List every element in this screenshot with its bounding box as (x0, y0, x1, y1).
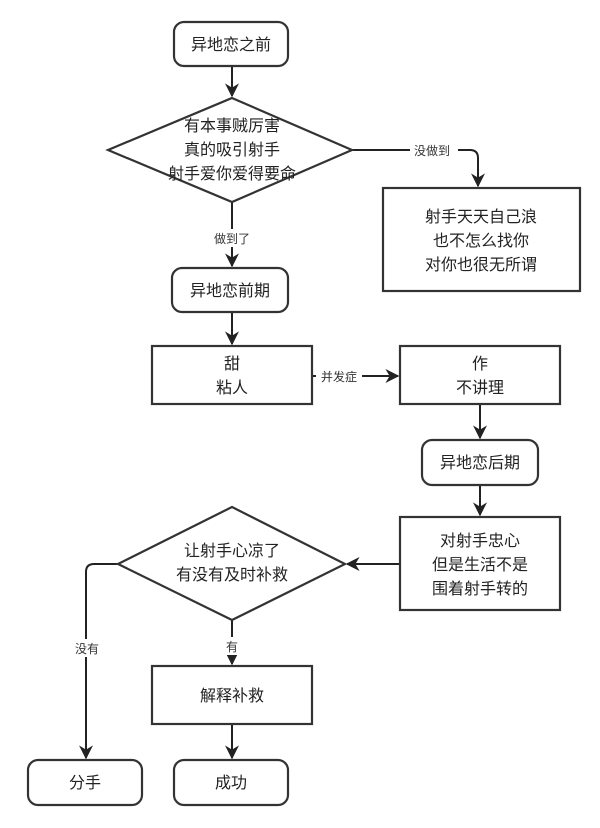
node-early-text: 异地恋前期 (190, 281, 270, 300)
node-fail1-line3: 对你也很无所谓 (425, 255, 537, 274)
node-loyal-line2: 但是生活不是 (432, 555, 528, 574)
node-sweet-line2: 粘人 (216, 378, 248, 397)
edge-label-yes: 有 (226, 640, 238, 654)
node-remedy: 解释补救 (150, 664, 314, 726)
node-sweet-line1: 甜 (224, 354, 240, 373)
node-start-text: 异地恋之前 (191, 35, 271, 54)
node-loyal: 对射手忠心 但是生活不是 围着射手转的 (398, 515, 562, 612)
edge-labels: 没做到 做到了 并发症 有 没有 (70, 141, 458, 657)
node-decision1-line2: 真的吸引射手 (184, 140, 280, 159)
node-fail1-line1: 射手天天自己浪 (425, 207, 537, 226)
node-breakup: 分手 (26, 758, 144, 807)
node-remedy-text: 解释补救 (200, 686, 264, 705)
edge-label-complication: 并发症 (321, 369, 357, 384)
node-fail1: 射手天天自己浪 也不怎么找你 对你也很无所谓 (381, 186, 582, 293)
node-clingy: 作 不讲理 (398, 344, 562, 406)
node-decision1: 有本事贼厉害 真的吸引射手 射手爱你爱得要命 (105, 96, 355, 204)
node-success: 成功 (172, 758, 290, 807)
node-loyal-line1: 对射手忠心 (440, 531, 520, 550)
node-decision1-line3: 射手爱你爱得要命 (168, 164, 296, 183)
node-fail1-line2: 也不怎么找你 (433, 231, 529, 250)
edge-decision2-to-breakup (79, 563, 118, 760)
node-loyal-line3: 围着射手转的 (432, 579, 528, 598)
node-decision2-line2: 有没有及时补救 (176, 565, 288, 584)
node-start: 异地恋之前 (172, 20, 290, 68)
edge-label-achieved: 做到了 (214, 231, 250, 246)
node-decision2: 让射手心凉了 有没有及时补救 (115, 505, 348, 622)
edge-label-no: 没有 (75, 641, 99, 656)
node-decision1-line1: 有本事贼厉害 (184, 116, 280, 135)
node-clingy-line1: 作 (472, 354, 488, 373)
node-clingy-line2: 不讲理 (456, 378, 504, 397)
node-sweet: 甜 粘人 (150, 344, 314, 406)
node-late-text: 异地恋后期 (440, 453, 520, 472)
edge-decision1-to-fail1 (352, 149, 485, 188)
node-breakup-text: 分手 (69, 773, 101, 792)
node-decision2-line1: 让射手心凉了 (184, 541, 280, 560)
edge-label-not-achieved: 没做到 (414, 143, 450, 158)
node-success-text: 成功 (215, 773, 247, 792)
node-early: 异地恋前期 (170, 266, 290, 314)
node-late: 异地恋后期 (420, 438, 540, 487)
